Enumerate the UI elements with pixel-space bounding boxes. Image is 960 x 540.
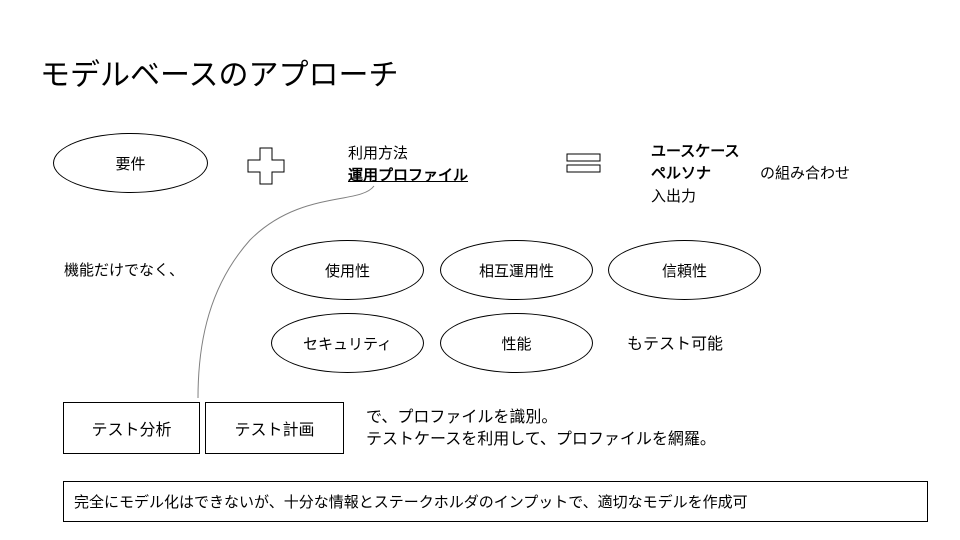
- requirements-oval: 要件: [53, 133, 208, 193]
- quality-oval-usability: 使用性: [271, 240, 424, 300]
- persona-text: ペルソナ: [651, 164, 712, 182]
- page-title: モデルベースのアプローチ: [40, 58, 399, 93]
- quality-label: 性能: [501, 334, 532, 353]
- use-case-text: ユースケース: [651, 142, 740, 160]
- test-planning-label: テスト計画: [234, 420, 315, 439]
- quality-label: 相互運用性: [478, 261, 554, 280]
- test-planning-box: テスト計画: [205, 402, 344, 454]
- usage-method-text: 利用方法: [348, 144, 409, 162]
- quality-label: 信頼性: [661, 261, 707, 280]
- quality-oval-performance: 性能: [440, 313, 593, 373]
- quality-oval-interoperability: 相互運用性: [440, 240, 593, 300]
- quality-oval-security: セキュリティ: [271, 313, 424, 373]
- explanation-line-2: テストケースを利用して、プロファイルを網羅。: [366, 429, 716, 448]
- input-output-text: 入出力: [651, 187, 697, 205]
- quality-oval-reliability: 信頼性: [608, 240, 761, 300]
- footer-note-text: 完全にモデル化はできないが、十分な情報とステークホルダのインプットで、適切なモデ…: [74, 493, 748, 511]
- test-analysis-box: テスト分析: [63, 402, 200, 454]
- footer-note-box: 完全にモデル化はできないが、十分な情報とステークホルダのインプットで、適切なモデ…: [63, 481, 928, 522]
- quality-label: 使用性: [324, 261, 370, 280]
- testable-text: もテスト可能: [627, 334, 724, 353]
- combination-text: の組み合わせ: [760, 164, 851, 182]
- requirements-label: 要件: [115, 154, 146, 173]
- quality-label: セキュリティ: [302, 334, 393, 353]
- equals-icon: [566, 153, 601, 173]
- test-analysis-label: テスト分析: [91, 420, 172, 439]
- explanation-line-1: で、プロファイルを識別。: [366, 407, 558, 426]
- not-only-function-text: 機能だけでなく、: [64, 261, 185, 279]
- plus-icon: [247, 147, 285, 185]
- operational-profile-text: 運用プロファイル: [348, 166, 469, 184]
